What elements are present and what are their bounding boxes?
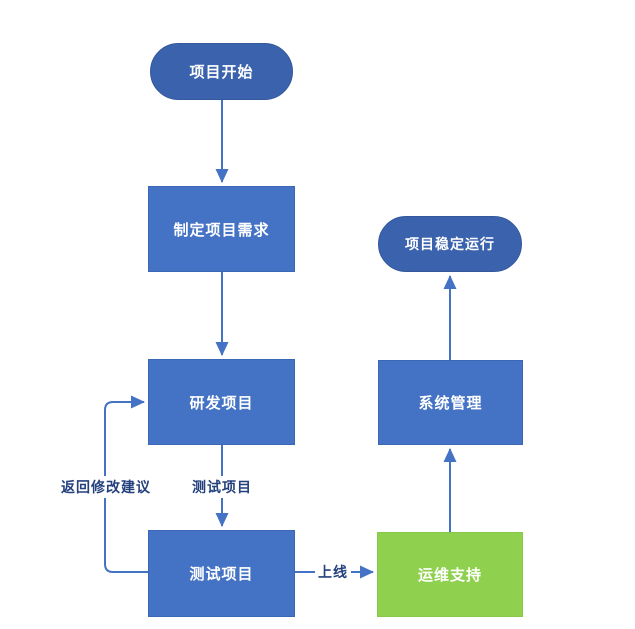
node-project-start: 项目开始 [150, 43, 293, 100]
node-ops-support-label: 运维支持 [417, 567, 482, 584]
node-test-project-label: 测试项目 [189, 566, 254, 583]
node-stable-operation: 项目稳定运行 [378, 216, 522, 272]
node-system-management-label: 系统管理 [418, 395, 483, 412]
node-define-requirements-label: 制定项目需求 [173, 221, 270, 239]
node-develop-project-label: 研发项目 [189, 394, 254, 412]
edge-label-test-phase: 测试项目 [189, 476, 255, 498]
edge-label-golive: 上线 [315, 561, 351, 583]
node-define-requirements: 制定项目需求 [148, 186, 295, 272]
node-ops-support: 运维支持 [377, 532, 523, 617]
node-system-management: 系统管理 [378, 360, 523, 445]
node-stable-operation-label: 项目稳定运行 [405, 236, 495, 252]
edge-label-feedback: 返回修改建议 [58, 476, 154, 498]
node-develop-project: 研发项目 [148, 359, 295, 445]
node-project-start-label: 项目开始 [189, 64, 254, 81]
node-test-project: 测试项目 [148, 530, 295, 617]
